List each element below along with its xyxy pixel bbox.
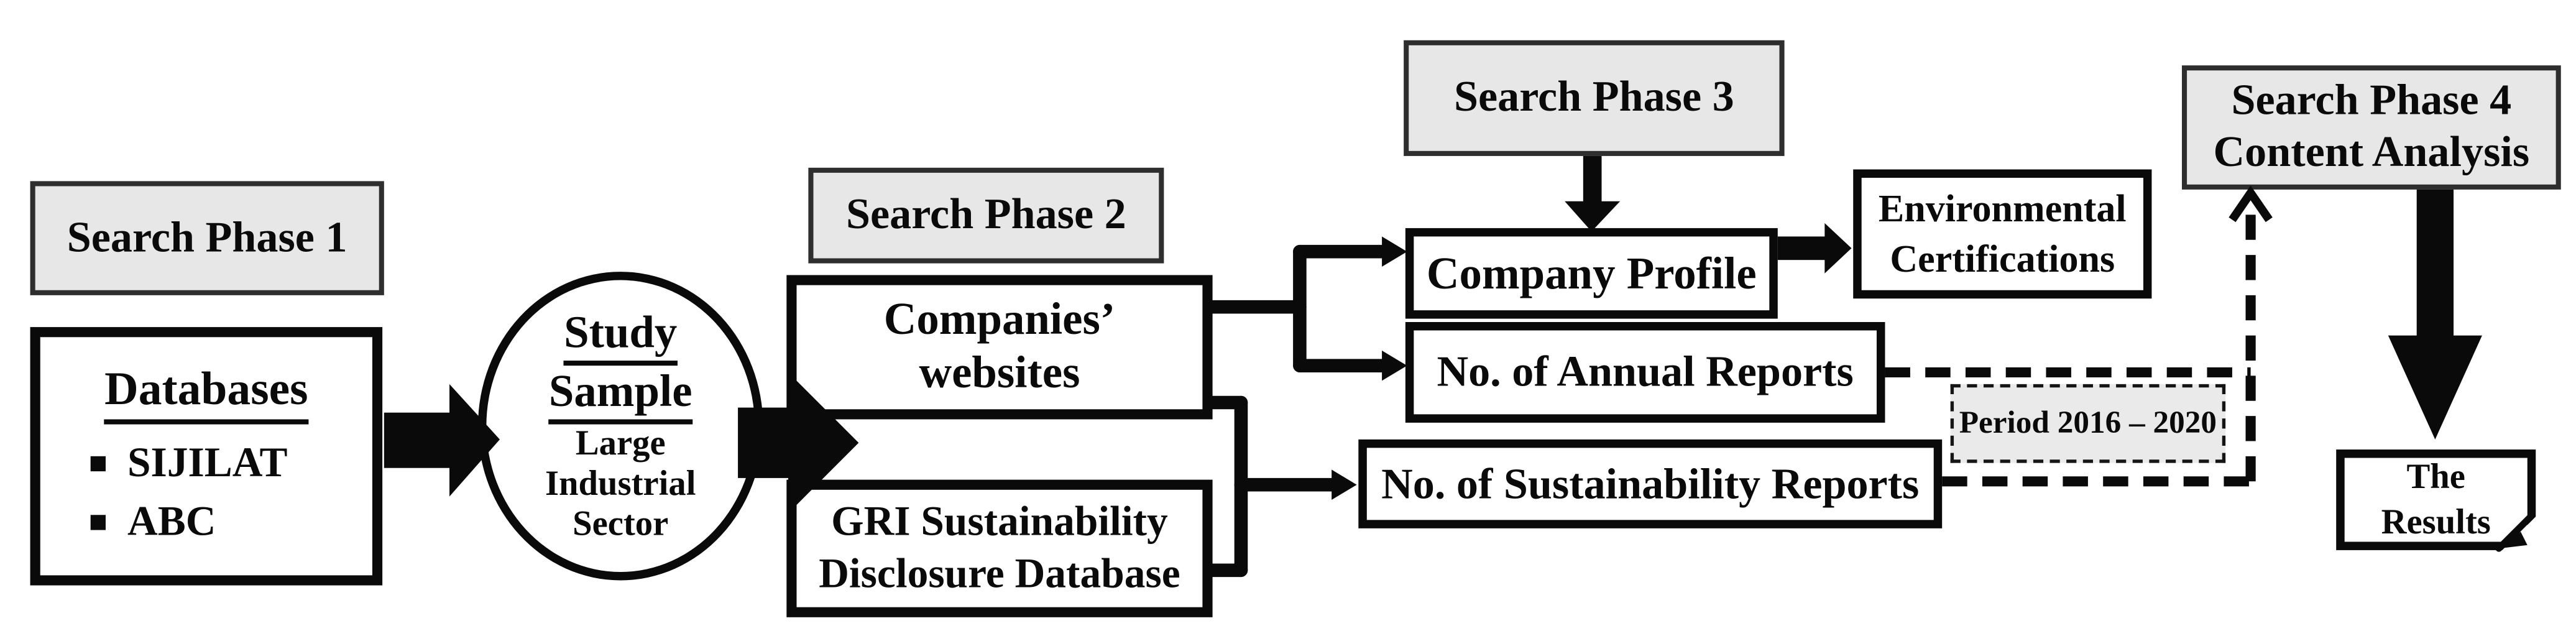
environmental-certifications-line2: Certifications (1890, 237, 2115, 280)
gri-database-line2: Disclosure Database (819, 551, 1180, 597)
results-document-box: The Results (2336, 449, 2536, 550)
database-item-sijilat: SIJILAT (127, 440, 288, 486)
databases-box: Databases SIJILAT ABC (30, 327, 383, 586)
company-profile-box: Company Profile (1405, 228, 1778, 319)
gri-database-line1: GRI Sustainability (831, 499, 1168, 545)
annual-reports-label: No. of Annual Reports (1437, 347, 1854, 396)
period-annotation-box: Period 2016 – 2020 (1950, 384, 2226, 463)
study-sample-title: Study Sample (548, 306, 692, 425)
annual-reports-box: No. of Annual Reports (1405, 322, 1885, 423)
arrowhead-to-annual-reports-icon (1382, 350, 1407, 381)
search-phase-4-line1: Search Phase 4 (2231, 76, 2512, 125)
open-chevron-arrowhead-icon (2229, 185, 2273, 223)
study-sample-title-line2: Sample (548, 366, 692, 425)
bracket-gri-merge-connector (1205, 395, 1342, 578)
square-bullet-icon (90, 456, 106, 471)
bracket-companies-split-connector (1205, 244, 1392, 372)
arrowhead-to-company-profile-icon (1382, 236, 1407, 267)
arrow-phase4-to-results-icon (2388, 189, 2482, 440)
companies-websites-box: Companies’ websites (786, 275, 1213, 420)
study-sample-ellipse: Study Sample Large Industrial Sector (477, 272, 763, 581)
search-phase-2-label: Search Phase 2 (845, 190, 1126, 239)
database-item-abc: ABC (127, 499, 216, 545)
arrowhead-to-sustainability-reports-icon (1332, 469, 1357, 500)
companies-websites-line2: websites (919, 347, 1080, 398)
results-line2: Results (2381, 501, 2491, 542)
search-phase-3-label: Search Phase 3 (1453, 72, 1734, 121)
search-phase-4-line2: Content Analysis (2213, 127, 2530, 177)
environmental-certifications-box: Environmental Certifications (1853, 169, 2152, 299)
study-sample-subtitle: Large Industrial Sector (545, 423, 696, 546)
company-profile-label: Company Profile (1426, 247, 1757, 298)
arrow-profile-to-certifications-icon (1777, 223, 1852, 274)
databases-list: SIJILAT ABC (90, 437, 372, 549)
search-phase-3-header: Search Phase 3 (1404, 40, 1785, 156)
gri-database-box: GRI Sustainability Disclosure Database (786, 479, 1213, 617)
search-phase-4-header: Search Phase 4 Content Analysis (2181, 65, 2561, 190)
search-phase-1-header: Search Phase 1 (30, 181, 384, 295)
databases-content: Databases SIJILAT ABC (40, 357, 372, 556)
sustainability-reports-label: No. of Sustainability Reports (1381, 458, 1920, 508)
environmental-certifications-line1: Environmental (1878, 187, 2127, 229)
sustainability-reports-box: No. of Sustainability Reports (1358, 439, 1943, 528)
list-item: ABC (90, 497, 372, 549)
companies-websites-line1: Companies’ (883, 293, 1116, 344)
results-line1: The (2406, 456, 2465, 496)
study-sample-subtitle-line2: Industrial (545, 463, 696, 504)
arrow-phase3-to-company-profile-icon (1565, 155, 1621, 232)
search-phase-2-header: Search Phase 2 (808, 167, 1164, 264)
databases-title-text: Databases (104, 364, 308, 424)
search-phase-1-label: Search Phase 1 (67, 212, 347, 261)
study-sample-title-line1: Study (564, 306, 678, 366)
list-item: SIJILAT (90, 437, 372, 489)
period-label: Period 2016 – 2020 (1959, 405, 2217, 441)
square-bullet-icon (90, 515, 106, 530)
study-sample-subtitle-line1: Large (575, 423, 666, 464)
study-sample-subtitle-line3: Sector (573, 504, 669, 544)
databases-title: Databases (40, 364, 372, 424)
